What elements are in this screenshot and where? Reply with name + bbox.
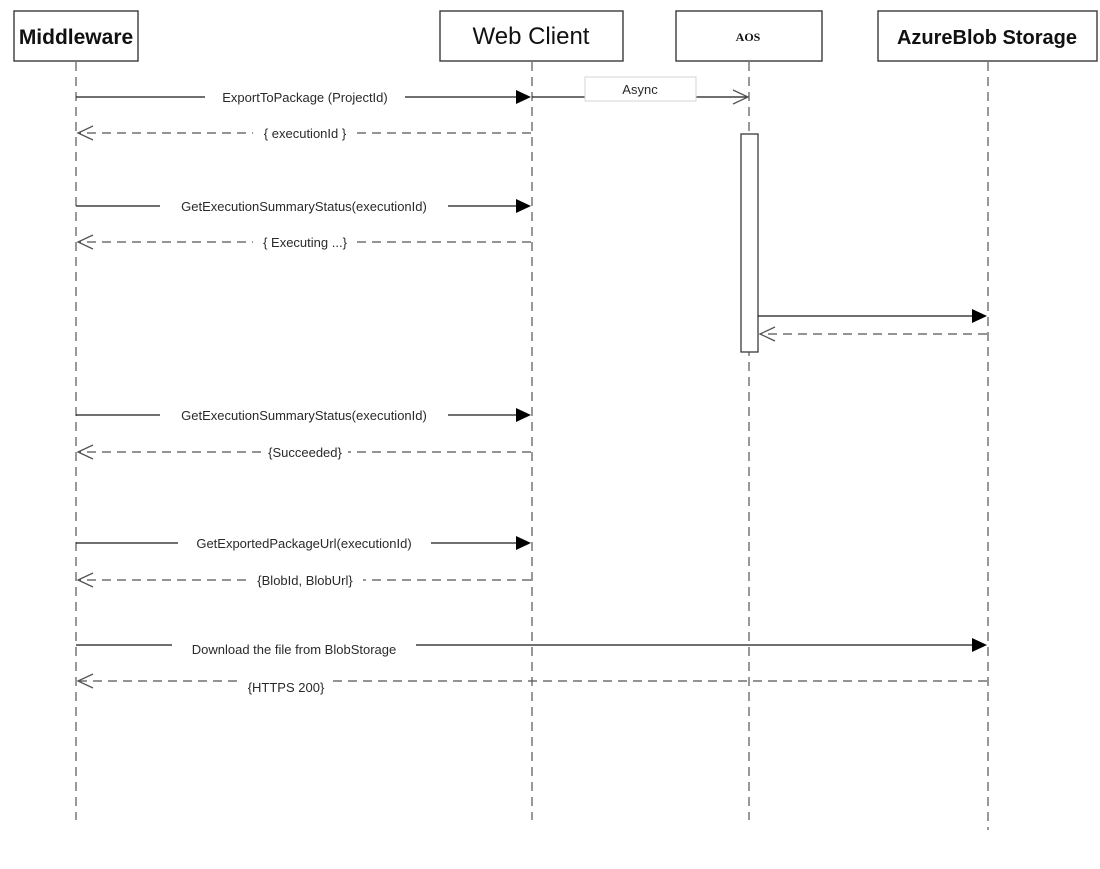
participant-azure-blob-storage-label: AzureBlob Storage [897, 27, 1077, 49]
message-aos-to-blob [758, 309, 987, 323]
async-label: Async [622, 82, 658, 97]
return-blob-to-aos [758, 326, 987, 342]
return-execution-id: { executionId } [76, 124, 531, 142]
message-download-file: Download the file from BlobStorage [76, 638, 987, 658]
participant-middleware: Middleware [13, 10, 139, 62]
message-get-exported-package-url: GetExportedPackageUrl(executionId) [76, 534, 531, 552]
async-label-box [584, 76, 697, 102]
aos-activation-bar [740, 133, 759, 353]
return-blob-id-url: {BlobId, BlobUrl} [76, 571, 531, 589]
async-message: Async [532, 76, 750, 105]
message-label: { executionId } [264, 126, 347, 141]
participant-middleware-label: Middleware [19, 26, 133, 49]
message-label: GetExportedPackageUrl(executionId) [196, 536, 411, 551]
participant-web-client: Web Client [439, 10, 624, 62]
return-executing: { Executing ...} [76, 233, 531, 251]
message-get-execution-summary-status-2: GetExecutionSummaryStatus(executionId) [76, 406, 531, 424]
message-label: { Executing ...} [263, 235, 347, 250]
participant-aos: AOS [675, 10, 823, 62]
participant-aos-label: AOS [736, 30, 761, 44]
return-https-200: {HTTPS 200} [76, 673, 987, 696]
message-label: GetExecutionSummaryStatus(executionId) [181, 408, 427, 423]
message-get-execution-summary-status-1: GetExecutionSummaryStatus(executionId) [76, 197, 531, 215]
message-export-to-package: ExportToPackage (ProjectId) [76, 88, 531, 106]
participant-web-client-label: Web Client [473, 23, 590, 50]
message-label: GetExecutionSummaryStatus(executionId) [181, 199, 427, 214]
message-label: Download the file from BlobStorage [192, 642, 397, 657]
participant-azure-blob-storage: AzureBlob Storage [877, 10, 1098, 62]
message-label: {Succeeded} [268, 445, 342, 460]
message-label: {BlobId, BlobUrl} [257, 573, 353, 588]
return-succeeded: {Succeeded} [76, 443, 531, 461]
message-label: {HTTPS 200} [248, 680, 325, 695]
message-label: ExportToPackage (ProjectId) [222, 90, 387, 105]
